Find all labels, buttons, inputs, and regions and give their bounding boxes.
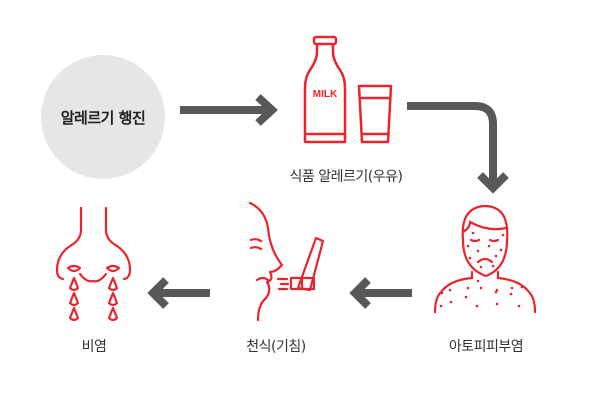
rash-dots (439, 231, 524, 308)
milk-bottle-glass-icon (303, 35, 393, 144)
atopic-dermatitis-label: 아토피피부염 (448, 339, 524, 355)
arrow-left-icon (147, 277, 210, 309)
rash-person-icon (433, 204, 537, 314)
allergy-march-label: 알레르기 행진 (60, 108, 146, 127)
rhinitis-label: 비염 (81, 339, 107, 355)
arrow-right-icon (180, 94, 278, 126)
arrow-left-icon (349, 277, 412, 309)
allergy-march-circle: 알레르기 행진 (41, 55, 165, 179)
asthma-inhaler-icon (248, 201, 325, 322)
food-allergy-label: 식품 알레르기(우유) (289, 169, 403, 185)
milk-text: MILK (313, 89, 338, 100)
asthma-label: 천식(기침) (246, 339, 306, 355)
runny-nose-icon (55, 206, 132, 322)
arrow-bent-down-icon (407, 102, 509, 194)
